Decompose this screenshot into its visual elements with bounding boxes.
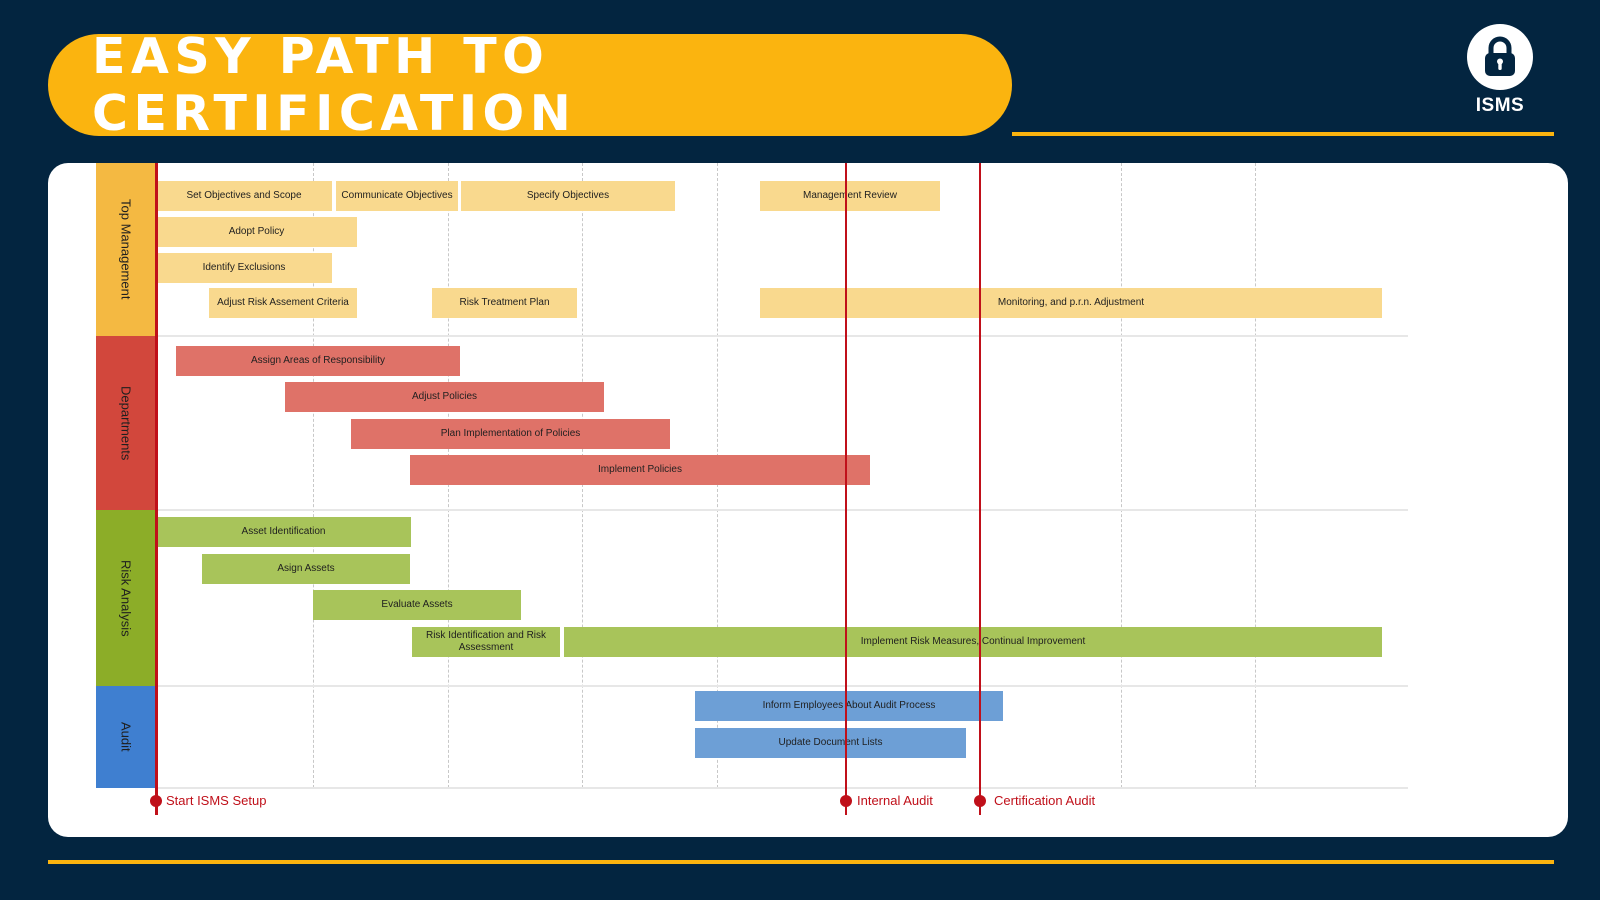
start-label: Start ISMS Setup	[166, 793, 267, 808]
task-assign-assets: Asign Assets	[202, 554, 410, 584]
lane-separator	[156, 787, 1408, 789]
lane-label: Audit	[118, 722, 134, 752]
task-asset-identification: Asset Identification	[156, 517, 411, 547]
grid-line	[1121, 163, 1122, 788]
timeline-card: Top Management Departments Risk Analysis…	[48, 163, 1568, 837]
certification-audit-marker	[974, 795, 986, 807]
task-implement-risk-measures: Implement Risk Measures, Continual Impro…	[564, 627, 1382, 657]
lock-icon	[1467, 24, 1533, 90]
task-risk-identification: Risk Identification and Risk Assessment	[412, 627, 560, 657]
certification-audit-label: Certification Audit	[994, 793, 1096, 808]
task-management-review: Management Review	[760, 181, 940, 211]
lane-separator	[156, 685, 1408, 687]
logo-text: ISMS	[1475, 95, 1525, 116]
certification-audit-line	[979, 163, 981, 815]
task-monitoring: Monitoring, and p.r.n. Adjustment	[760, 288, 1382, 318]
lane-label: Departments	[118, 385, 134, 461]
title-banner: EASY PATH TO CERTIFICATION	[48, 28, 1012, 142]
page-title: EASY PATH TO CERTIFICATION	[92, 28, 577, 142]
task-specify-objectives: Specify Objectives	[461, 181, 675, 211]
lane-top-management: Top Management	[96, 163, 156, 336]
task-adopt-policy: Adopt Policy	[156, 217, 357, 247]
task-inform-employees: Inform Employees About Audit Process	[695, 691, 1003, 721]
task-adjust-policies: Adjust Policies	[285, 382, 604, 412]
task-adjust-risk-criteria: Adjust Risk Assement Criteria	[209, 288, 357, 318]
task-plan-implementation: Plan Implementation of Policies	[351, 419, 670, 449]
task-risk-treatment-plan: Risk Treatment Plan	[432, 288, 577, 318]
header-divider	[1012, 132, 1554, 136]
task-assign-areas: Assign Areas of Responsibility	[176, 346, 460, 376]
task-evaluate-assets: Evaluate Assets	[313, 590, 521, 620]
task-update-document-lists: Update Document Lists	[695, 728, 966, 758]
lane-separator	[156, 509, 1408, 511]
lane-risk-analysis: Risk Analysis	[96, 510, 156, 686]
task-identify-exclusions: Identify Exclusions	[156, 253, 332, 283]
lane-departments: Departments	[96, 336, 156, 510]
task-set-objectives-scope: Set Objectives and Scope	[156, 181, 332, 211]
internal-audit-line	[845, 163, 847, 815]
task-implement-policies: Implement Policies	[410, 455, 870, 485]
lane-audit: Audit	[96, 686, 156, 788]
footer-divider	[48, 860, 1554, 864]
lane-label: Risk Analysis	[118, 559, 134, 637]
isms-logo: ISMS	[1466, 24, 1534, 117]
internal-audit-marker	[840, 795, 852, 807]
start-marker	[150, 795, 162, 807]
start-baseline	[155, 163, 158, 815]
grid-line	[313, 163, 314, 788]
lane-separator	[156, 335, 1408, 337]
internal-audit-label: Internal Audit	[857, 793, 933, 808]
task-communicate-objectives: Communicate Objectives	[336, 181, 458, 211]
lane-label: Top Management	[118, 199, 134, 300]
grid-line	[1255, 163, 1256, 788]
